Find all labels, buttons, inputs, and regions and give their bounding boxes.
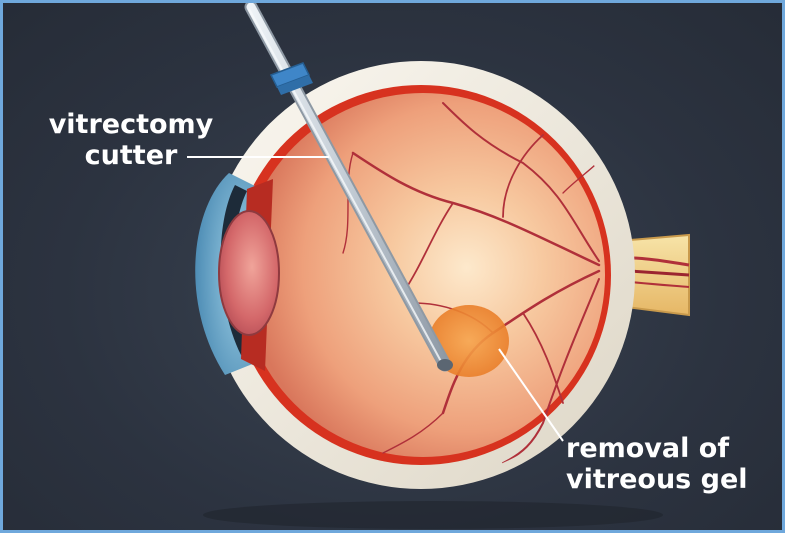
gel-label-line1: removal of [566,433,748,464]
cutter-label-line2: cutter [45,140,217,171]
vitrectomy-cutter-label: vitrectomy cutter [45,109,217,171]
vitreous-gel-label: removal of vitreous gel [566,433,748,495]
lens [219,211,279,335]
cutter-label-line1: vitrectomy [45,109,217,140]
gel-label-line2: vitreous gel [566,464,748,495]
eye-shadow [203,501,663,529]
